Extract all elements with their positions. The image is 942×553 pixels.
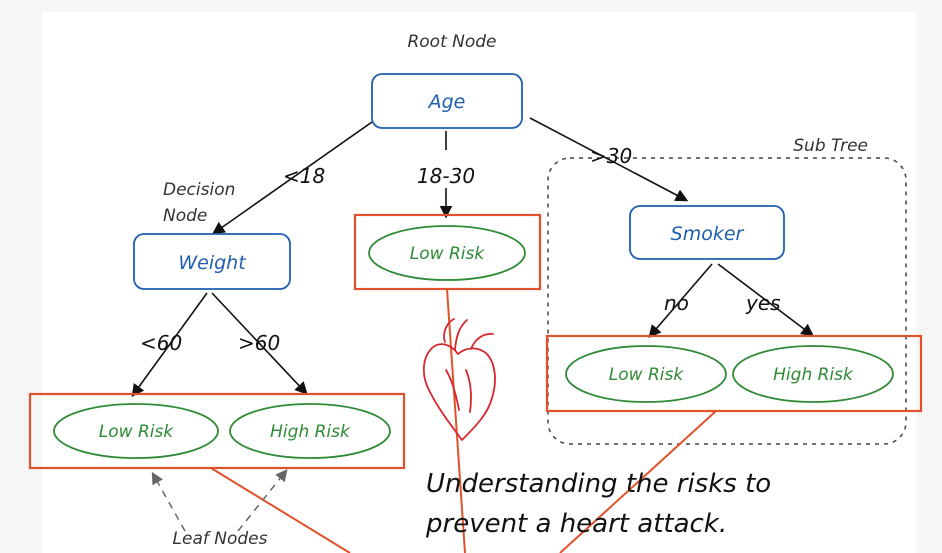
caption-line2: prevent a heart attack. <box>425 509 727 539</box>
leaf-weight-low-risk <box>53 403 219 459</box>
edge-age-smoker <box>529 117 689 202</box>
edge-age-weight <box>211 121 373 235</box>
highlight-box-smoker-leaves <box>545 334 923 413</box>
leaf-middle-low-risk <box>368 225 526 281</box>
edge-smoker-high <box>717 263 815 337</box>
edge-label-18-30: 18-30 <box>417 164 475 188</box>
age-node <box>371 73 523 129</box>
highlight-box-weight-leaves <box>28 392 406 470</box>
edge-label-yes: yes <box>745 291 781 315</box>
root-node-label: Root Node <box>407 32 496 52</box>
subtree-boundary <box>547 157 907 445</box>
leaf-nodes-label: Leaf Nodes <box>173 529 268 549</box>
edge-label-lt18: <18 <box>283 164 325 188</box>
age-node-label: Age <box>427 91 466 113</box>
leaf-weight-low-risk-label: Low Risk <box>99 422 175 442</box>
smoker-node <box>629 205 785 260</box>
highlight-connector-left <box>210 467 351 553</box>
decision-node-label-line1: Decision <box>163 180 235 200</box>
edge-weight-low <box>131 292 208 398</box>
highlight-connector-right <box>559 410 717 553</box>
leaf-smoker-high-risk-label: High Risk <box>773 365 854 385</box>
highlight-box-middle-leaf <box>353 213 542 291</box>
highlight-connector-middle <box>446 288 466 553</box>
leaf-smoker-low-risk-label: Low Risk <box>609 365 685 385</box>
caption-line1: Understanding the risks to <box>426 469 771 499</box>
leaf-pointer-left <box>151 471 186 532</box>
leaf-weight-high-risk-label: High Risk <box>270 422 351 442</box>
leaf-smoker-high-risk <box>732 345 894 403</box>
decision-node-label-line2: Node <box>163 206 207 226</box>
weight-node-label: Weight <box>178 252 247 274</box>
edge-label-lt60: <60 <box>140 331 182 355</box>
smoker-node-label: Smoker <box>671 223 745 245</box>
edge-label-no: no <box>664 291 689 315</box>
leaf-middle-low-risk-label: Low Risk <box>410 244 486 264</box>
leaf-smoker-low-risk <box>565 345 727 403</box>
edge-smoker-low <box>648 263 713 338</box>
leaf-weight-high-risk <box>229 403 391 459</box>
anatomical-heart-icon <box>422 318 496 441</box>
subtree-label: Sub Tree <box>793 136 868 156</box>
edge-label-gt30: >30 <box>590 144 632 168</box>
weight-node <box>133 233 291 290</box>
edge-weight-high <box>211 292 308 395</box>
edge-label-gt60: >60 <box>238 331 280 355</box>
